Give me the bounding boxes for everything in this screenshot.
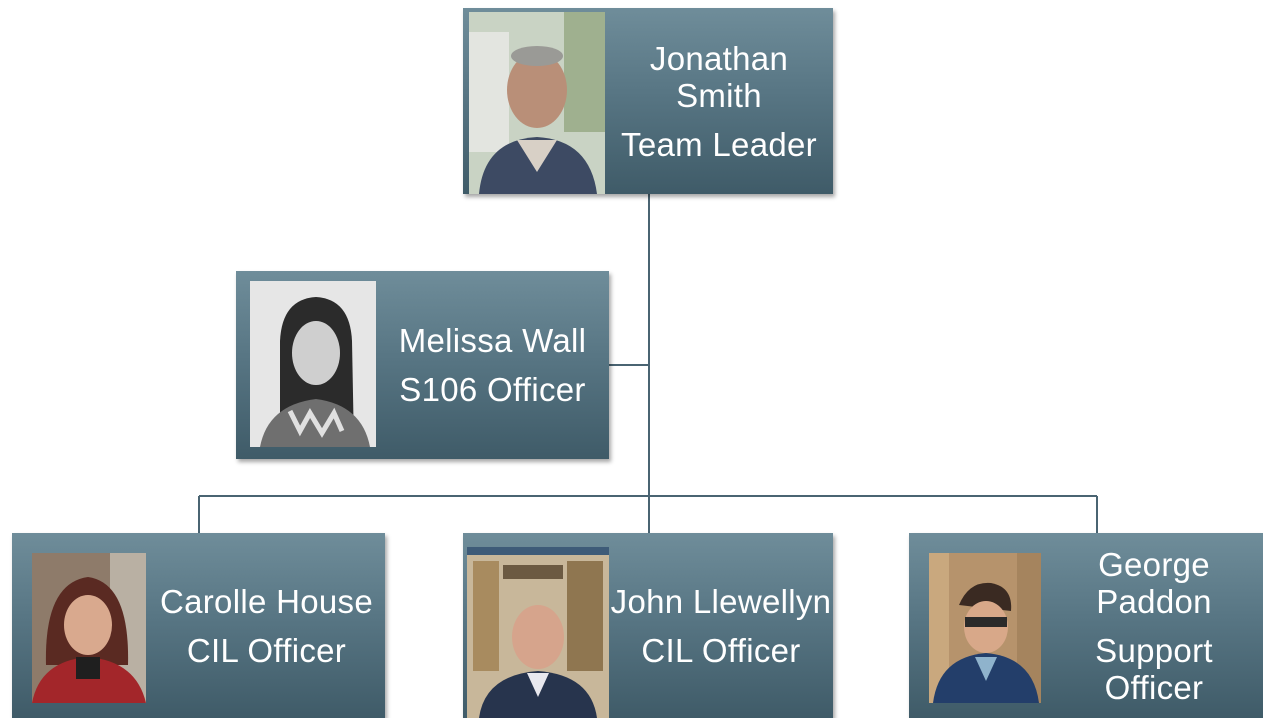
report-text-2: John Llewellyn CIL Officer <box>609 533 833 718</box>
leader-text: Jonathan Smith Team Leader <box>605 8 833 194</box>
report-photo-1 <box>32 553 146 703</box>
report-name-3: George Paddon <box>1096 545 1212 620</box>
leader-name: Jonathan Smith <box>649 39 789 114</box>
report-role-3: Support Officer <box>1095 631 1213 706</box>
report-name-1: Carolle House <box>159 582 373 620</box>
report-text-1: Carolle House CIL Officer <box>148 533 385 718</box>
report-photo-3 <box>929 553 1041 703</box>
report-role-1: CIL Officer <box>186 631 347 669</box>
report-photo-2 <box>467 547 609 718</box>
report-card-2[interactable]: John Llewellyn CIL Officer <box>463 533 833 718</box>
assistant-card[interactable]: Melissa Wall S106 Officer <box>236 271 609 459</box>
leader-card[interactable]: Jonathan Smith Team Leader <box>463 8 833 194</box>
report-card-1[interactable]: Carolle House CIL Officer <box>12 533 385 718</box>
report-card-3[interactable]: George Paddon Support Officer <box>909 533 1263 718</box>
report-text-3: George Paddon Support Officer <box>1045 533 1263 718</box>
assistant-name: Melissa Wall <box>398 322 587 359</box>
report-name-2: John Llewellyn <box>610 582 832 620</box>
leader-role: Team Leader <box>621 125 817 163</box>
assistant-text: Melissa Wall S106 Officer <box>376 271 609 459</box>
assistant-photo <box>250 281 376 447</box>
leader-photo <box>469 12 605 194</box>
assistant-role: S106 Officer <box>399 371 586 408</box>
report-role-2: CIL Officer <box>641 631 801 669</box>
